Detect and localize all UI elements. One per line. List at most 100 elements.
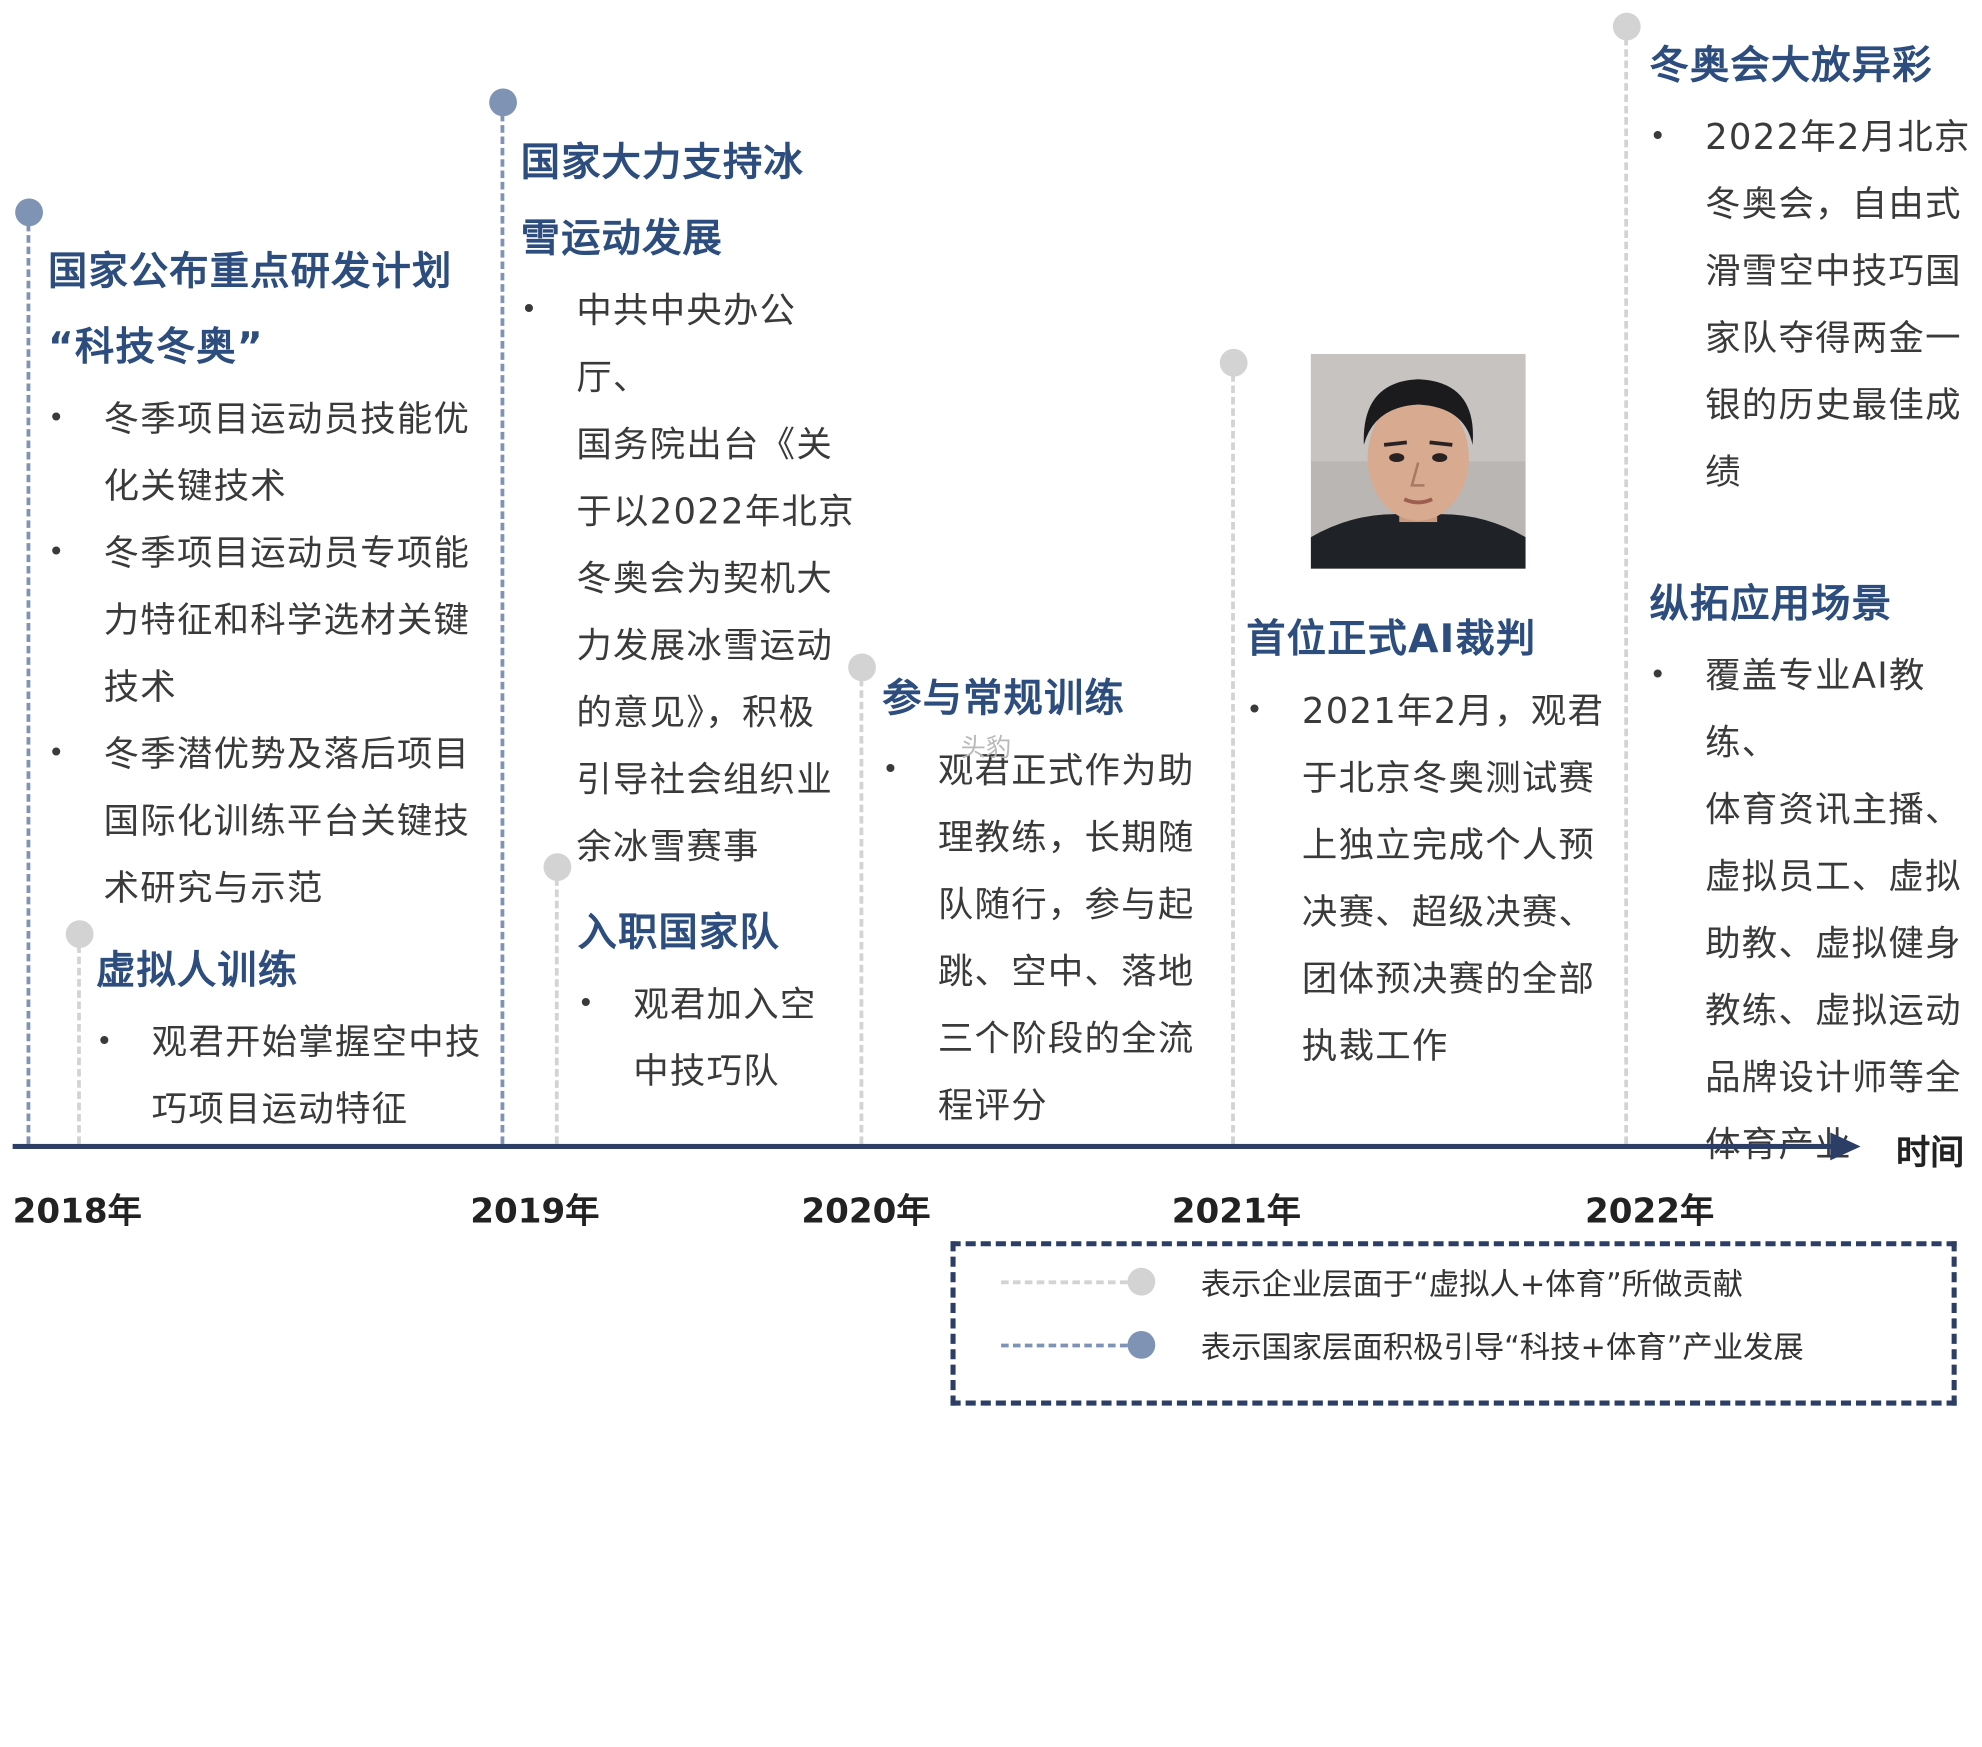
event-bullet-line: 程评分 bbox=[937, 1084, 1048, 1127]
event-bullet: 中共中央办公厅、国务院出台《关于以2022年北京冬奥会为契机大力发展冰雪运动的意… bbox=[521, 277, 862, 880]
event-bullet-line: 冬季潜优势及落后项目 bbox=[103, 733, 471, 775]
event-bullet-line: 技术 bbox=[103, 666, 177, 708]
event-2019-national: 国家大力支持冰雪运动发展中共中央办公厅、国务院出台《关于以2022年北京冬奥会为… bbox=[521, 125, 862, 880]
event-bullet-line: 冬奥会，自由式 bbox=[1705, 183, 1962, 225]
event-bullet-line: 2021年2月，观君 bbox=[1301, 690, 1605, 732]
event-bullet-list: 2021年2月，观君于北京冬奥测试赛上独立完成个人预决赛、超级决赛、团体预决赛的… bbox=[1246, 678, 1613, 1080]
marker-2018-national bbox=[15, 198, 43, 227]
connector-2018-national bbox=[26, 212, 31, 1144]
event-2021-enterprise: 首位正式AI裁判 2021年2月，观君于北京冬奥测试赛上独立完成个人预决赛、超级决… bbox=[1246, 602, 1613, 1080]
event-title: 纵拓应用场景 bbox=[1650, 566, 1982, 642]
event-bullet-line: 虚拟员工、虚拟 bbox=[1705, 855, 1962, 898]
event-bullet-line: 品牌设计师等全 bbox=[1705, 1056, 1962, 1099]
marker-2019-national bbox=[489, 88, 517, 117]
marker-2022-enterprise bbox=[1612, 12, 1641, 41]
event-bullet: 2021年2月，观君于北京冬奥测试赛上独立完成个人预决赛、超级决赛、团体预决赛的… bbox=[1246, 678, 1613, 1080]
connector-2020-enterprise bbox=[859, 667, 864, 1144]
event-title: 国家公布重点研发计划 “科技冬奥” bbox=[48, 234, 484, 386]
event-title-line: 国家公布重点研发计划 bbox=[48, 249, 453, 295]
event-2020-enterprise: 参与常规训练观君正式作为助理教练，长期随队随行，参与起跳、空中、落地三个阶段的全… bbox=[882, 661, 1217, 1139]
event-title: 首位正式AI裁判 bbox=[1246, 602, 1613, 678]
event-bullet-list: 冬季项目运动员技能优化关键技术冬季项目运动员专项能力特征和科学选材关键技术冬季潜… bbox=[48, 386, 484, 922]
event-bullet-line: 理教练，长期随 bbox=[937, 816, 1195, 859]
event-title-line: “科技冬奥” bbox=[48, 324, 264, 371]
event-bullet-line: 2022年2月北京 bbox=[1705, 116, 1971, 158]
event-bullet-line: 观君正式作为助 bbox=[937, 749, 1195, 792]
year-label-2020: 2020年 bbox=[801, 1191, 931, 1232]
virtual-human-portrait-icon bbox=[1310, 353, 1526, 569]
event-bullet-line: 国务院出台《关 bbox=[576, 423, 833, 466]
connector-2019-enterprise bbox=[554, 867, 559, 1144]
event-bullet-line: 观君开始掌握空中技 bbox=[151, 1021, 482, 1064]
legend-line-enterprise bbox=[1001, 1280, 1128, 1285]
event-bullet-line: 助教、虚拟健身 bbox=[1705, 922, 1962, 965]
event-title-line: 冬奥会大放异彩 bbox=[1649, 42, 1933, 89]
event-bullet-line: 巧项目运动特征 bbox=[151, 1088, 409, 1131]
event-title-line: 入职国家队 bbox=[577, 910, 780, 956]
event-bullet-line: 上独立完成个人预 bbox=[1301, 824, 1596, 866]
event-bullet-line: 执裁工作 bbox=[1301, 1025, 1449, 1067]
event-bullet-line: 队随行，参与起 bbox=[937, 883, 1195, 926]
event-bullet-line: 银的历史最佳成 bbox=[1705, 384, 1962, 426]
event-title-line: 首位正式AI裁判 bbox=[1246, 616, 1537, 663]
event-bullet-line: 体育资讯主播、 bbox=[1705, 788, 1962, 831]
event-title: 入职国家队 bbox=[578, 895, 843, 971]
watermark: 头豹 bbox=[960, 731, 1012, 763]
event-bullet-line: 中技巧队 bbox=[633, 1050, 780, 1093]
event-bullet-line: 教练、虚拟运动 bbox=[1705, 989, 1962, 1032]
event-bullet-line: 的意见》，积极 bbox=[576, 691, 816, 734]
legend: 表示企业层面于“虚拟人+体育”所做贡献 表示国家层面积极引导“科技+体育”产业发… bbox=[950, 1241, 1957, 1406]
event-bullet-line: 覆盖专业AI教练、 bbox=[1705, 654, 1926, 764]
event-bullet-line: 冬季项目运动员专项能 bbox=[103, 532, 471, 574]
event-title: 虚拟人训练 bbox=[96, 933, 488, 1009]
event-bullet-line: 化关键技术 bbox=[103, 465, 287, 507]
event-2019-enterprise: 入职国家队观君加入空中技巧队 bbox=[578, 895, 843, 1105]
event-bullet-line: 力发展冰雪运动 bbox=[576, 624, 833, 667]
event-bullet-line: 观君加入空 bbox=[633, 983, 817, 1026]
event-bullet-line: 余冰雪赛事 bbox=[576, 825, 760, 868]
event-title-line: 参与常规训练 bbox=[882, 676, 1125, 722]
event-title-line: 纵拓应用场景 bbox=[1649, 581, 1893, 627]
event-title-line: 虚拟人训练 bbox=[96, 948, 299, 994]
event-bullet-list: 覆盖专业AI教练、体育资讯主播、虚拟员工、虚拟助教、虚拟健身教练、虚拟运动品牌设… bbox=[1650, 642, 1982, 1178]
event-title: 参与常规训练 bbox=[882, 661, 1217, 737]
connector-2019-national bbox=[500, 102, 505, 1144]
time-axis-arrow-icon bbox=[1830, 1132, 1861, 1161]
year-label-2021: 2021年 bbox=[1171, 1191, 1301, 1232]
event-bullet-line: 引导社会组织业 bbox=[576, 758, 833, 801]
event-bullet-line: 力特征和科学选材关键 bbox=[103, 599, 471, 641]
event-bullet-line: 于北京冬奥测试赛 bbox=[1301, 757, 1596, 799]
event-2022-enterprise-2: 纵拓应用场景覆盖专业AI教练、体育资讯主播、虚拟员工、虚拟助教、虚拟健身教练、虚… bbox=[1650, 566, 1982, 1178]
event-bullet-line: 家队夺得两金一 bbox=[1705, 317, 1962, 359]
legend-label-enterprise: 表示企业层面于“虚拟人+体育”所做贡献 bbox=[1200, 1266, 1744, 1302]
event-title: 国家大力支持冰雪运动发展 bbox=[521, 125, 862, 277]
event-bullet: 覆盖专业AI教练、体育资讯主播、虚拟员工、虚拟助教、虚拟健身教练、虚拟运动品牌设… bbox=[1650, 642, 1982, 1178]
legend-dot-enterprise-icon bbox=[1127, 1267, 1156, 1296]
year-label-2022: 2022年 bbox=[1585, 1191, 1715, 1232]
event-bullet-line: 绩 bbox=[1705, 451, 1742, 493]
event-bullet-list: 中共中央办公厅、国务院出台《关于以2022年北京冬奥会为契机大力发展冰雪运动的意… bbox=[521, 277, 862, 880]
legend-dot-national-icon bbox=[1127, 1330, 1156, 1359]
event-bullet-line: 冬奥会为契机大 bbox=[576, 557, 833, 600]
event-bullet-line: 于以2022年北京 bbox=[576, 490, 855, 533]
year-label-2018: 2018年 bbox=[12, 1191, 142, 1232]
legend-label-national: 表示国家层面积极引导“科技+体育”产业发展 bbox=[1200, 1329, 1804, 1366]
legend-line-national bbox=[1001, 1343, 1128, 1348]
event-bullet-line: 冬季项目运动员技能优 bbox=[103, 398, 471, 440]
event-title: 冬奥会大放异彩 bbox=[1650, 28, 1982, 104]
event-2018-national: 国家公布重点研发计划“科技冬奥”冬季项目运动员技能优化关键技术冬季项目运动员专项… bbox=[48, 234, 484, 922]
event-bullet-line: 国际化训练平台关键技 bbox=[103, 800, 471, 842]
event-bullet-line: 中共中央办公厅、 bbox=[576, 289, 797, 399]
time-axis-title: 时间 bbox=[1896, 1133, 1965, 1173]
event-2022-enterprise: 冬奥会大放异彩 2022年2月北京冬奥会，自由式滑雪空中技巧国家队夺得两金一银的历… bbox=[1650, 28, 1982, 506]
